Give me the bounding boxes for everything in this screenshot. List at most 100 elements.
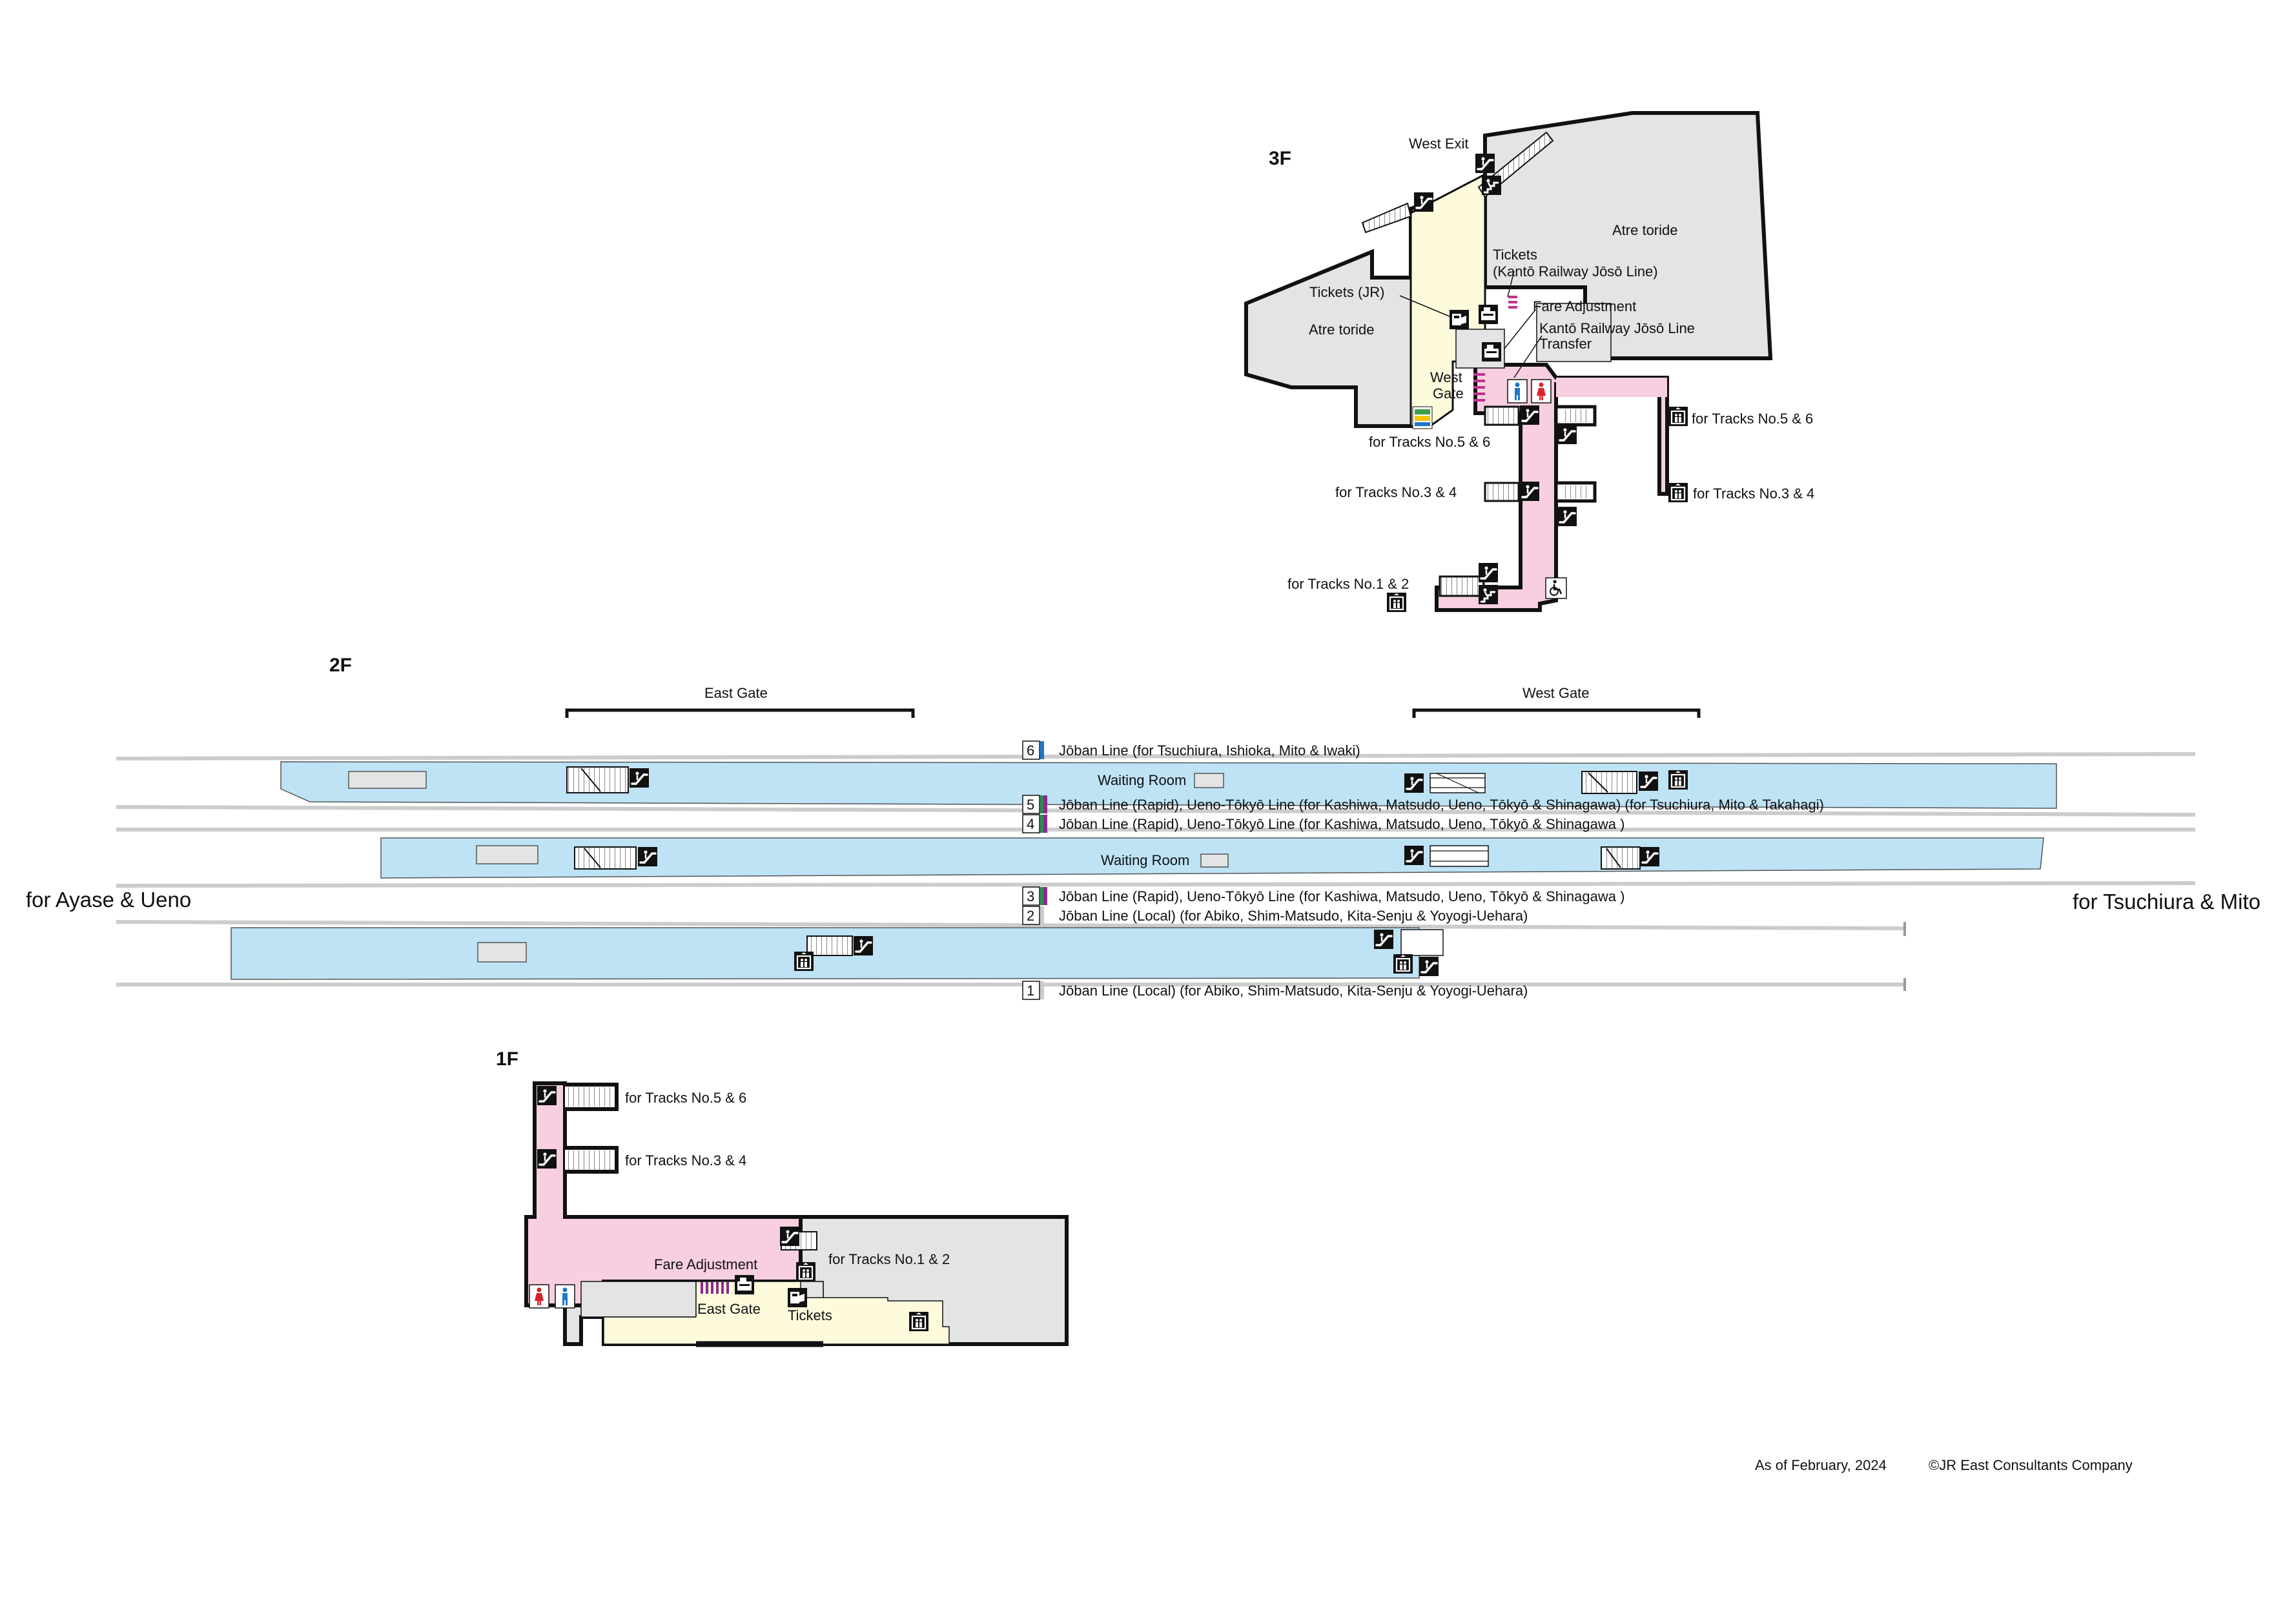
platform-room [476, 845, 538, 864]
elevator-icon [793, 950, 815, 972]
ticket-machine-icon [1450, 310, 1469, 329]
stairs-5-6-label-1f: for Tracks No.5 & 6 [625, 1090, 746, 1106]
track-2: 2 Jōban Line (Local) (for Abiko, Shim-Ma… [1022, 906, 1528, 925]
track-4-line-label: Jōban Line (Rapid), Ueno-Tōkyō Line (for… [1059, 816, 1625, 832]
stairs-5-6-label: for Tracks No.5 & 6 [1369, 434, 1490, 450]
track-4: 4 Jōban Line (Rapid), Ueno-Tōkyō Line (f… [1022, 814, 1625, 833]
elevator-icon [908, 1311, 930, 1332]
elevator-3-4-label: for Tracks No.3 & 4 [1693, 485, 1814, 502]
stairs-3-4-label-1f: for Tracks No.3 & 4 [625, 1152, 746, 1169]
platform-room [348, 771, 427, 789]
escalator-icon [1556, 505, 1578, 527]
east-exit-area [603, 1281, 950, 1345]
elevator-icon [795, 1261, 817, 1283]
direction-ayase-ueno: for Ayase & Ueno [26, 888, 191, 912]
platform-escalator [1400, 929, 1444, 956]
toilet-men-icon [1507, 379, 1528, 403]
escalator-icon [852, 935, 874, 957]
escalator-icon [1474, 152, 1496, 174]
escalator-icon [1519, 404, 1541, 426]
track-6-line-label: Jōban Line (for Tsuchiura, Ishioka, Mito… [1059, 742, 1360, 759]
platform-stairs [806, 935, 853, 956]
stairs-to-track-3-4 [568, 1150, 613, 1170]
stairs-icon [1477, 584, 1499, 606]
waiting-room-label: Waiting Room [1098, 772, 1186, 788]
gate-brackets [565, 708, 1701, 718]
escalator-icon [536, 1085, 558, 1107]
toilet-men-icon [555, 1284, 575, 1309]
fare-adjustment-icon [735, 1275, 754, 1294]
track-1: 1 Jōban Line (Local) (for Abiko, Shim-Ma… [1022, 981, 1528, 1000]
atre-toride-left-label: Atre toride [1309, 322, 1375, 338]
west-gate-label: West [1430, 369, 1462, 385]
escalator-icon [1637, 770, 1659, 792]
elevator-icon [1392, 953, 1414, 975]
stairs-to-track-3-4 [1484, 482, 1520, 502]
platform-escalator [1430, 845, 1489, 867]
footer-date: As of February, 2024 [1755, 1457, 1887, 1473]
escalator-icon [1413, 191, 1435, 213]
escalator-icon [637, 846, 659, 868]
fare-adjustment-icon [1482, 342, 1501, 362]
escalator-icon [779, 1225, 801, 1247]
floor-3f-plan [1244, 111, 1773, 613]
tickets-jr-label: Tickets (JR) [1309, 284, 1385, 300]
tickets-kanto-label: Tickets [1493, 247, 1537, 263]
wheelchair-icon [1544, 577, 1568, 600]
elevator-icon [1667, 482, 1689, 504]
west-gate-bracket-label: West Gate [1522, 685, 1590, 701]
fare-adjustment-label-1f: Fare Adjustment [654, 1256, 757, 1272]
escalator-icon [1418, 955, 1440, 977]
track-3: 3 Jōban Line (Rapid), Ueno-Tōkyō Line (f… [1022, 886, 1625, 906]
atre-toride-left-building [1244, 200, 1429, 428]
svg-text:5: 5 [1027, 797, 1034, 813]
atre-toride-right-label: Atre toride [1612, 222, 1678, 238]
west-gate-sub-label: Gate [1433, 385, 1464, 402]
stairs-3-4-label: for Tracks No.3 & 4 [1335, 484, 1457, 500]
track-3-line-label: Jōban Line (Rapid), Ueno-Tōkyō Line (for… [1059, 888, 1625, 904]
elevator-corridor [1556, 378, 1667, 397]
svg-text:6: 6 [1027, 742, 1034, 759]
svg-text:4: 4 [1027, 816, 1034, 832]
west-concourse [1435, 363, 1669, 612]
fare-adjustment-icon [1479, 305, 1498, 324]
stairs-to-track-5-6 [568, 1087, 613, 1107]
elevator-5-6-label: for Tracks No.5 & 6 [1692, 411, 1813, 427]
platform-room [477, 942, 527, 963]
railway-tracks [116, 752, 2196, 986]
svg-text:2: 2 [1027, 908, 1034, 924]
west-side-stairs [1361, 202, 1412, 234]
stairs-1-2-label: for Tracks No.1 & 2 [1287, 576, 1409, 592]
escalator-icon [1556, 424, 1578, 445]
floor-label-1f: 1F [496, 1048, 518, 1070]
kanto-transfer-sub-label: Transfer [1539, 336, 1592, 352]
east-gate-bracket-label: East Gate [704, 685, 768, 701]
escalator-icon [1639, 846, 1661, 868]
elevator-icon [1667, 405, 1689, 427]
west-exit-label: West Exit [1409, 136, 1469, 152]
stairs-to-track-1-2 [1439, 575, 1485, 597]
escalator-icon [536, 1148, 558, 1170]
kanto-transfer-label: Kantō Railway Jōsō Line [1539, 320, 1695, 336]
toilet-women-icon [1531, 379, 1552, 403]
waiting-room-box [1194, 773, 1224, 788]
stairs-1-2-label-1f: for Tracks No.1 & 2 [828, 1251, 950, 1267]
escalator-icon [628, 767, 650, 789]
ticket-machine-icon [788, 1288, 807, 1307]
direction-tsuchiura-mito: for Tsuchiura & Mito [2073, 890, 2260, 914]
escalator-icon [1373, 928, 1395, 950]
escalator-icon [1477, 562, 1499, 584]
elevator-icon [1386, 591, 1408, 613]
platform-stairs [1601, 846, 1641, 870]
waiting-room-label: Waiting Room [1101, 852, 1189, 868]
tickets-label-1f: Tickets [788, 1307, 832, 1323]
track-2-line-label: Jōban Line (Local) (for Abiko, Shim-Mats… [1059, 908, 1528, 924]
tickets-kanto-sub-label: (Kantō Railway Jōsō Line) [1493, 263, 1658, 280]
svg-text:3: 3 [1027, 888, 1034, 904]
platform-stairs [574, 846, 637, 870]
escalator-icon [1519, 480, 1541, 502]
west-gate-barriers [1473, 296, 1517, 402]
floor-label-2f: 2F [329, 655, 352, 676]
waiting-room-box [1200, 853, 1229, 868]
